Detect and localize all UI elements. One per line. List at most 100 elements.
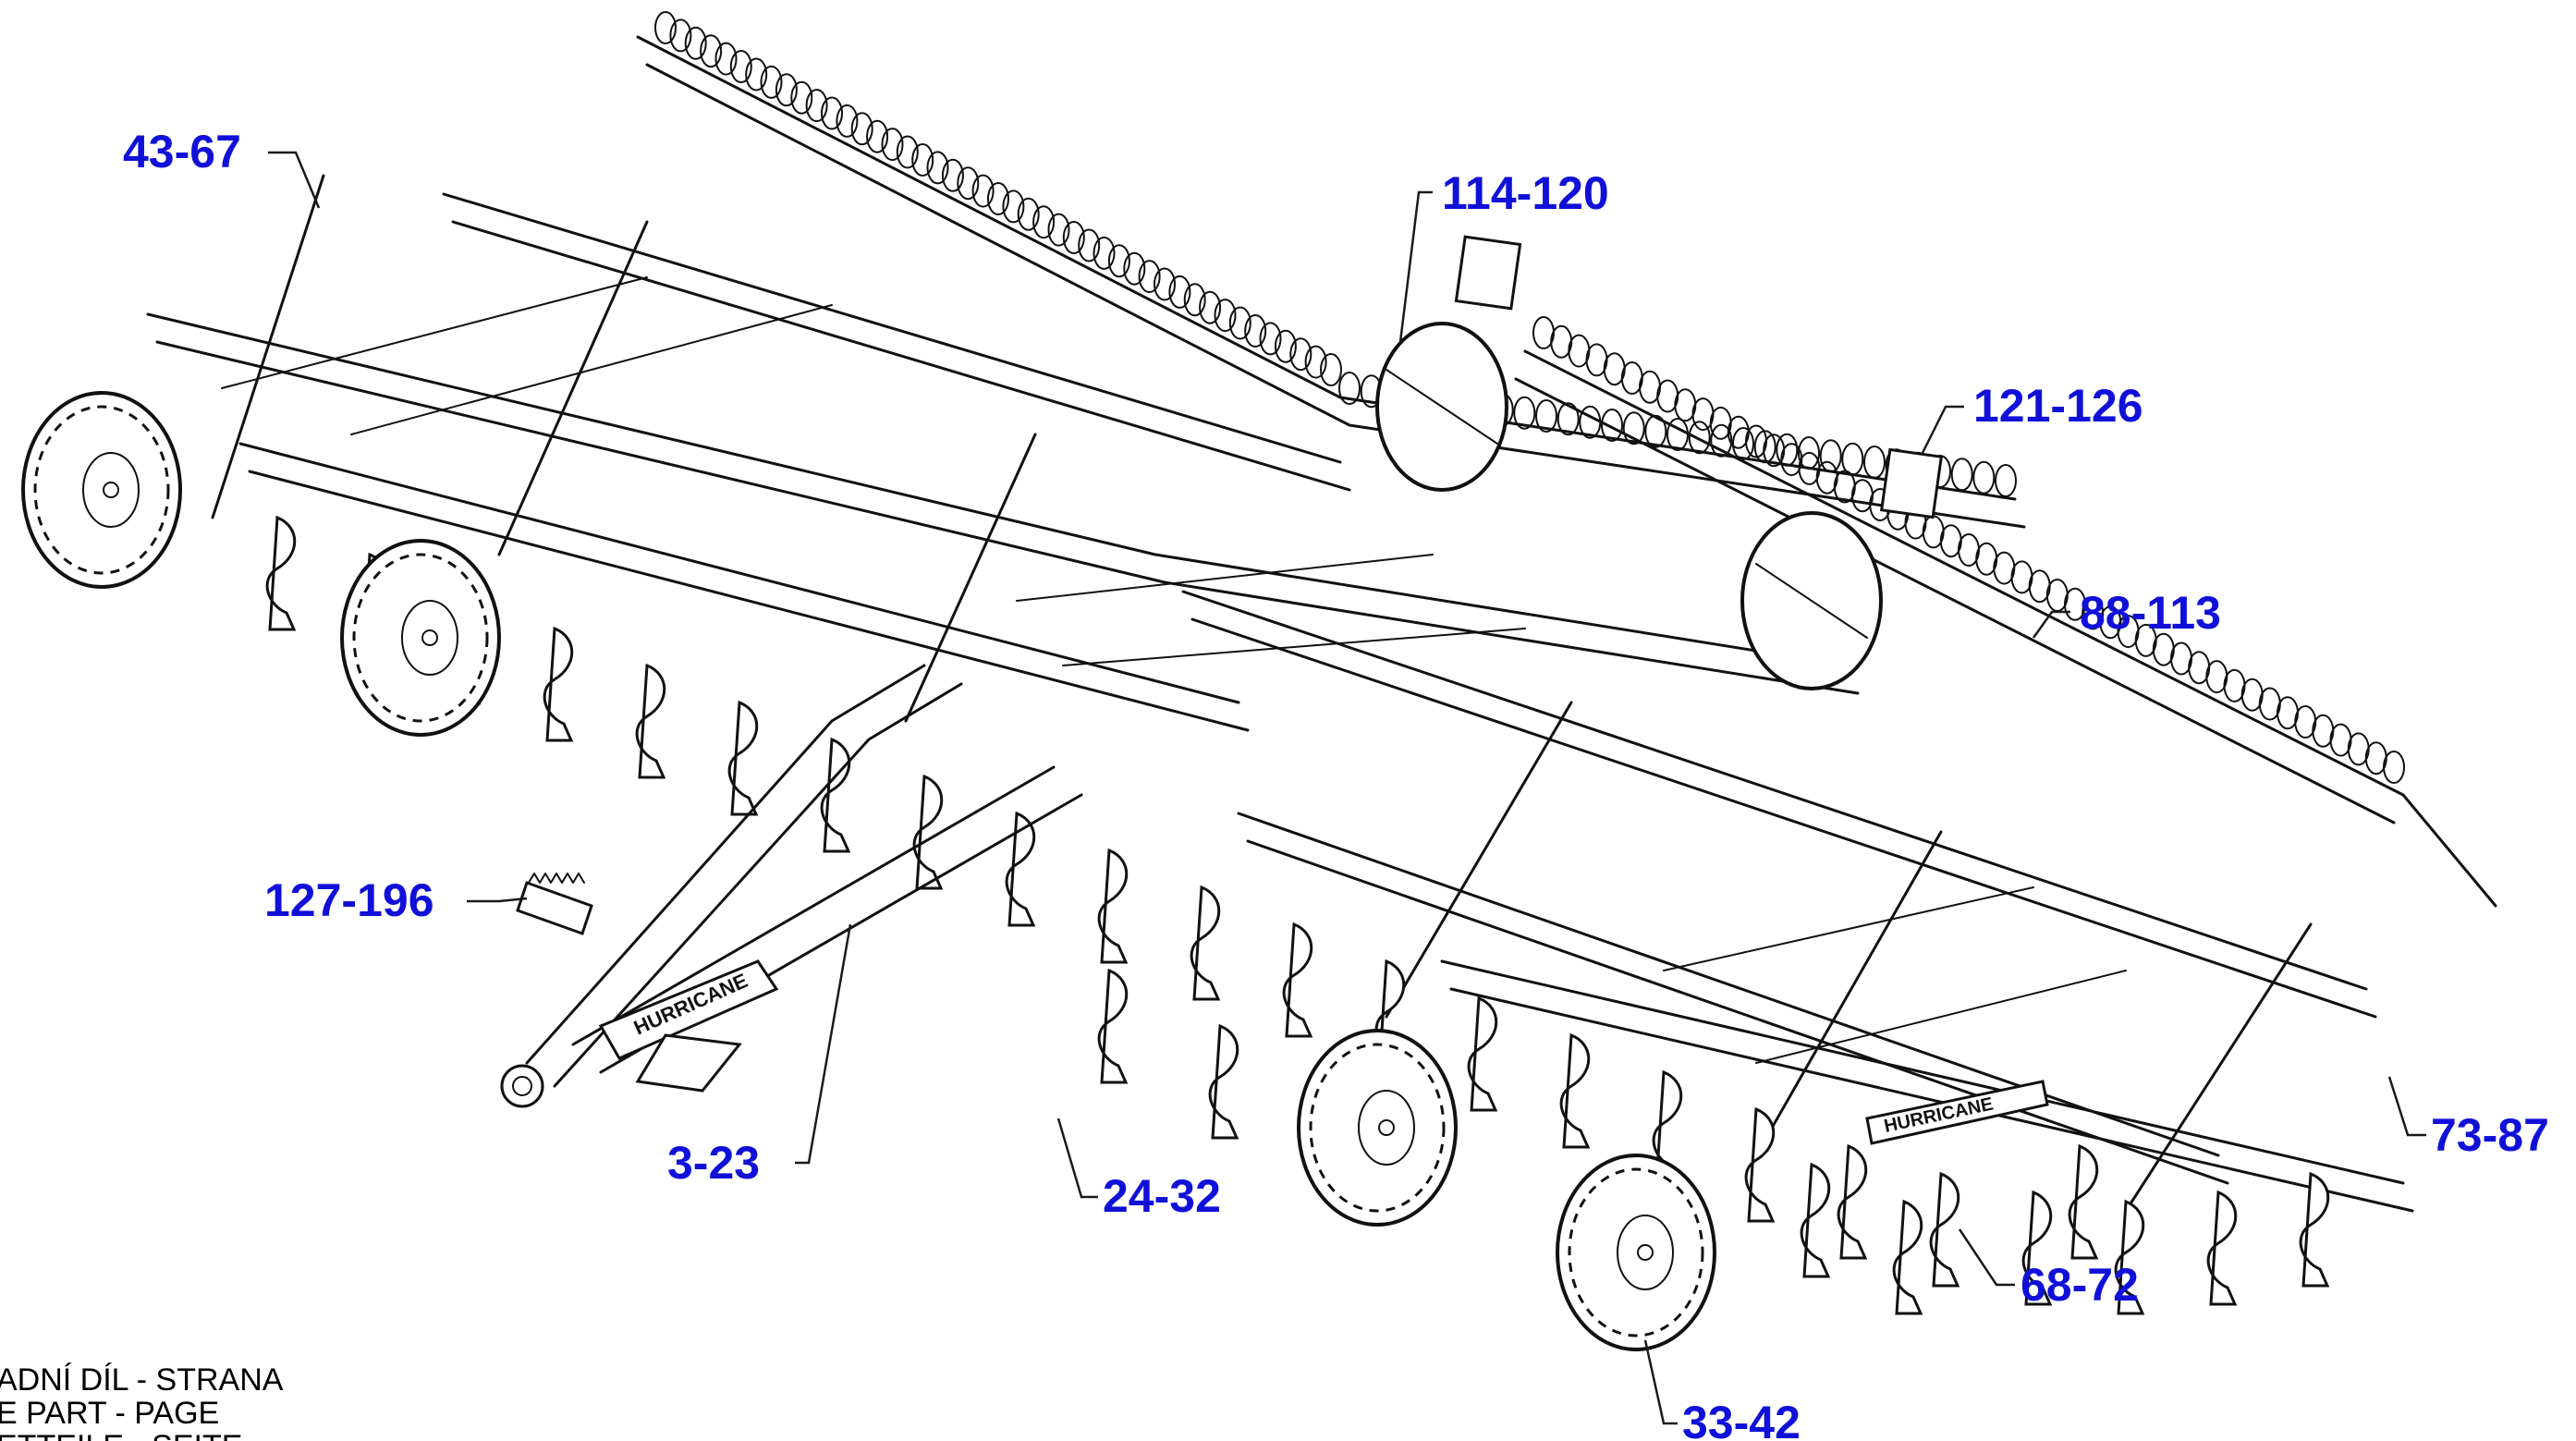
spiral-tine	[1950, 458, 1973, 492]
s-tine-shank	[1467, 995, 1498, 1112]
hitch-eye	[500, 1064, 544, 1108]
callout-127-196[interactable]: 127-196	[264, 874, 434, 926]
spiral-tine	[1601, 409, 1623, 442]
s-tine-shank	[1929, 1171, 1960, 1288]
main-frame	[146, 174, 2414, 1213]
spiral-tine	[745, 57, 768, 92]
s-tine-shank	[2068, 1143, 2099, 1260]
s-tine-shank	[2021, 1190, 2053, 1306]
spiral-tine	[896, 135, 919, 169]
s-tine-shank	[727, 700, 759, 816]
spiral-tine	[1995, 464, 2017, 497]
leader-114-120	[1398, 190, 1433, 343]
wheel-front-left-2	[340, 539, 501, 737]
drawbar: HURRICANE	[500, 664, 1083, 1108]
legend-line-2: E PART - PAGE	[0, 1396, 219, 1431]
rear-roller-lower	[1514, 316, 2497, 908]
legend-line-1: ADNÍ DÍL - STRANA	[0, 1362, 284, 1398]
s-tine-shank	[2206, 1190, 2238, 1306]
spiral-tine	[1062, 221, 1085, 254]
spiral-tine	[1199, 290, 1222, 324]
spiral-tine	[714, 42, 738, 76]
s-tine-shank	[543, 626, 574, 742]
spiral-tine	[654, 11, 677, 44]
s-tine-shank	[1282, 922, 1313, 1038]
leader-127-196	[467, 897, 528, 903]
cross-braces	[221, 276, 2127, 1064]
spiral-tine	[1078, 228, 1101, 263]
spiral-tine	[684, 26, 707, 60]
spiral-tine	[1228, 306, 1251, 340]
spiral-tine	[1168, 275, 1191, 309]
spiral-tine	[1819, 439, 1842, 473]
spiral-tine	[850, 112, 873, 146]
spiral-tine	[1138, 260, 1161, 294]
leader-43-67	[268, 151, 321, 209]
spiral-tine	[1107, 244, 1130, 278]
callout-labels: 43-67 114-120 121-126 88-113 127-196 3-2…	[123, 126, 2549, 1441]
lighting-bracket-lower	[1879, 447, 1944, 519]
s-tine-shank	[1097, 848, 1129, 964]
callout-114-120[interactable]: 114-120	[1442, 167, 1609, 219]
wheel-front-left-1	[21, 391, 182, 589]
spiral-tine	[1338, 372, 1361, 405]
callout-43-67[interactable]: 43-67	[123, 126, 241, 177]
spiral-tine	[1535, 399, 1557, 433]
leader-121-126	[1921, 405, 1964, 454]
spiral-tine	[866, 119, 889, 153]
s-tine-shank	[1097, 968, 1129, 1084]
spiral-tine	[1304, 345, 1327, 379]
leader-88-113	[2032, 610, 2070, 639]
spiral-tine	[1841, 442, 1864, 476]
spiral-tine	[1579, 405, 1602, 439]
callout-24-32[interactable]: 24-32	[1103, 1170, 1221, 1222]
spiral-tine	[1776, 433, 1799, 467]
s-tine-shank	[1892, 1199, 1923, 1315]
spiral-tine	[1688, 421, 1711, 455]
callout-33-42[interactable]: 33-42	[1682, 1397, 1801, 1441]
s-tine-shank	[912, 774, 944, 890]
s-tine-shank	[1559, 1032, 1591, 1149]
callout-73-87[interactable]: 73-87	[2431, 1109, 2549, 1161]
leader-24-32	[1056, 1117, 1098, 1199]
spiral-tine	[1274, 329, 1297, 363]
spiral-tine	[669, 18, 692, 53]
spiral-tine	[2383, 751, 2405, 784]
callout-121-126[interactable]: 121-126	[1973, 380, 2143, 432]
spiral-tine	[1259, 322, 1282, 356]
spiral-tine	[1047, 213, 1070, 247]
spiral-tine	[1644, 414, 1667, 448]
spiral-tine	[775, 73, 798, 107]
spiral-tine	[1513, 396, 1536, 430]
callout-3-23[interactable]: 3-23	[667, 1137, 760, 1189]
s-tine-shank	[1005, 811, 1036, 927]
s-tine-shank	[265, 515, 297, 631]
callout-68-72[interactable]: 68-72	[2021, 1259, 2139, 1311]
callout-88-113[interactable]: 88-113	[2080, 587, 2221, 639]
s-tine-shank	[2299, 1171, 2330, 1288]
s-tine-shank	[1744, 1106, 1776, 1223]
tooth-bar-part	[516, 873, 593, 935]
spiral-tine	[1557, 402, 1580, 436]
spiral-tine	[1320, 353, 1342, 386]
spiral-tine	[1123, 251, 1146, 286]
s-tine-shank	[1837, 1143, 1868, 1260]
spiral-tine	[1710, 423, 1733, 458]
spiral-tine	[1244, 314, 1267, 348]
cultivator-shanks	[265, 515, 2330, 1315]
spiral-tine	[1002, 189, 1025, 224]
lighting-bracket-upper	[1454, 235, 1522, 311]
wheel-front-right-2	[1556, 1154, 1716, 1351]
spiral-tine	[821, 96, 843, 130]
spiral-tine	[911, 143, 934, 177]
s-tine-shank	[1800, 1162, 1831, 1278]
spiral-tine	[1622, 411, 1645, 446]
spiral-tine	[971, 174, 995, 208]
leader-68-72	[1958, 1228, 2015, 1287]
legend-line-3: ETTEILE - SEITE	[0, 1429, 242, 1441]
leader-73-87	[2387, 1076, 2426, 1137]
s-tine-shank	[1208, 1023, 1239, 1140]
s-tine-shank	[635, 663, 666, 779]
spiral-tine	[700, 34, 723, 68]
